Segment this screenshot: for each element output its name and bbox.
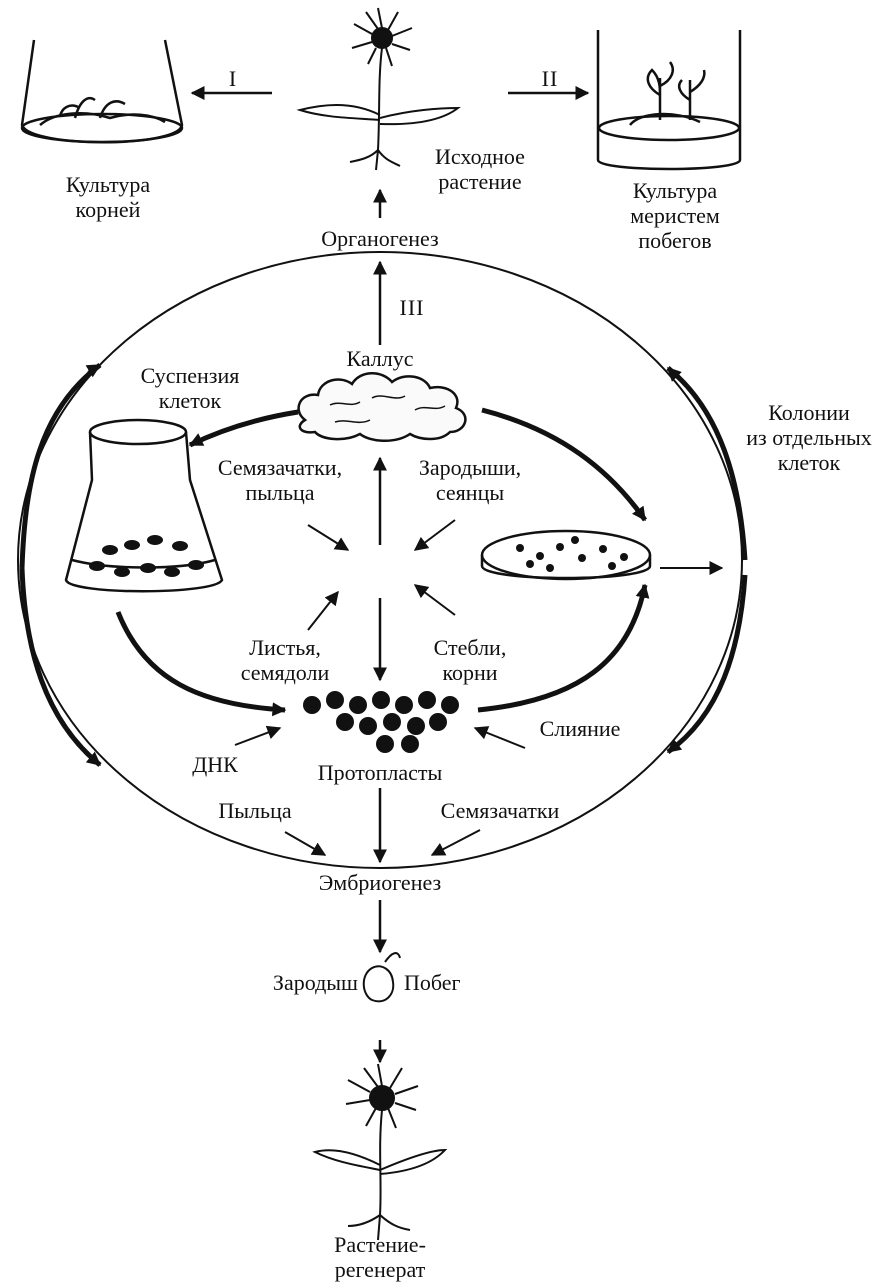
arrow-ovules bbox=[430, 829, 481, 856]
arrow-protoplasts-to-petri bbox=[477, 583, 650, 713]
label-root-culture-line-1: Культура bbox=[65, 172, 151, 197]
arrow-callus-to-petri bbox=[481, 407, 648, 522]
label-cell-suspension: Суспензия клеток bbox=[110, 363, 270, 413]
label-ovules-pollen-line-2: пыльца bbox=[245, 480, 315, 505]
label-colonies: Колонии из отдельных клеток bbox=[730, 400, 888, 475]
label-leaves-cotyledons-line-2: семядоли bbox=[240, 660, 330, 685]
arrow-ovules-pollen bbox=[307, 524, 350, 551]
label-stems-roots-line-2: корни bbox=[442, 660, 498, 685]
arrow-callus-to-suspension bbox=[188, 409, 299, 448]
label-colonies-line-1: Колонии bbox=[768, 400, 850, 425]
source-plant-illustration bbox=[296, 7, 461, 171]
label-meristem-culture: Культура меристем побегов bbox=[605, 178, 745, 253]
label-organogenesis: Органогенез bbox=[321, 226, 439, 251]
label-source-plant-line-1: Исходное bbox=[435, 144, 525, 169]
right-bracket bbox=[666, 366, 748, 755]
label-leaves-cotyledons-line-1: Листья, bbox=[249, 635, 321, 660]
label-meristem-culture-line-1: Культура bbox=[632, 178, 718, 203]
label-embryos-seedlings-line-2: сеянцы bbox=[435, 480, 505, 505]
label-stems-roots: Стебли, корни bbox=[415, 635, 525, 685]
flask-illustration bbox=[64, 418, 224, 593]
label-meristem-culture-line-2: меристем bbox=[630, 203, 720, 228]
label-stems-roots-line-1: Стебли, bbox=[433, 635, 507, 660]
label-embryos-seedlings-line-1: Зародыши, bbox=[418, 455, 522, 480]
outer-cycle-ellipse bbox=[17, 251, 743, 869]
label-colonies-line-2: из отдельных bbox=[746, 425, 872, 450]
arrow-dna bbox=[234, 725, 282, 746]
label-dna: ДНК bbox=[192, 752, 238, 777]
label-cell-suspension-line-2: клеток bbox=[158, 388, 222, 413]
meristem-culture-jar-illustration bbox=[596, 30, 742, 171]
arrow-fusion bbox=[473, 726, 526, 749]
label-pollen: Пыльца bbox=[218, 798, 292, 823]
label-route-III: III bbox=[399, 295, 425, 320]
label-meristem-culture-line-3: побегов bbox=[638, 228, 712, 253]
label-route-II: II bbox=[541, 66, 559, 91]
label-fusion: Слияние bbox=[539, 716, 621, 741]
label-source-plant: Исходное растение bbox=[405, 144, 555, 194]
label-protoplasts: Протопласты bbox=[317, 760, 443, 785]
label-embryogenesis: Эмбриогенез bbox=[318, 870, 442, 895]
label-regenerated-plant-line-2: регенерат bbox=[334, 1257, 426, 1282]
arrow-pollen bbox=[284, 831, 327, 856]
arrow-leaves bbox=[307, 590, 339, 631]
regenerated-plant-illustration bbox=[312, 1063, 448, 1241]
arrow-stems-roots bbox=[413, 584, 456, 616]
arrow-suspension-to-protoplasts bbox=[115, 611, 287, 717]
label-ovules: Семязачатки bbox=[440, 798, 560, 823]
label-root-culture: Культура корней bbox=[38, 172, 178, 222]
label-source-plant-line-2: растение bbox=[438, 169, 522, 194]
label-embryos-seedlings: Зародыши, сеянцы bbox=[405, 455, 535, 505]
label-regenerated-plant-line-1: Растение- bbox=[334, 1232, 426, 1257]
protoplast-cells bbox=[303, 691, 459, 753]
label-regenerated-plant: Растение- регенерат bbox=[290, 1232, 470, 1282]
root-culture-dish-illustration bbox=[20, 39, 184, 144]
label-embryo: Зародыш bbox=[272, 970, 358, 995]
label-shoot: Побег bbox=[404, 970, 461, 995]
label-leaves-cotyledons: Листья, семядоли bbox=[215, 635, 355, 685]
label-colonies-line-3: клеток bbox=[777, 450, 841, 475]
left-bracket bbox=[19, 363, 102, 767]
label-root-culture-line-2: корней bbox=[75, 197, 141, 222]
label-ovules-pollen-line-1: Семязачатки, bbox=[217, 455, 343, 480]
label-callus: Каллус bbox=[346, 346, 414, 371]
petri-dish-illustration bbox=[480, 529, 652, 581]
embryo-shoot-illustration bbox=[362, 952, 401, 1003]
label-route-I: I bbox=[228, 66, 238, 91]
label-cell-suspension-line-1: Суспензия bbox=[140, 363, 240, 388]
callus-illustration bbox=[297, 372, 467, 442]
arrow-embryos-seedlings bbox=[413, 519, 456, 551]
label-ovules-pollen: Семязачатки, пыльца bbox=[195, 455, 365, 505]
